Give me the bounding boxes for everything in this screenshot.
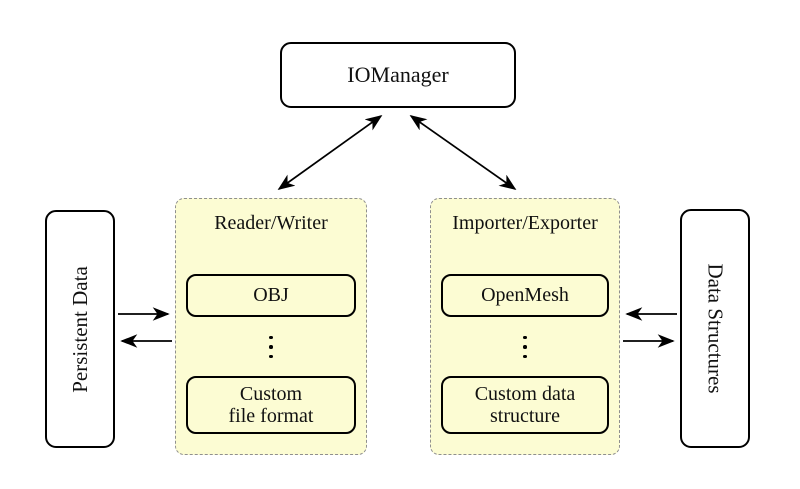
node-custom-data-structure-line1: Custom data (474, 382, 576, 405)
node-persistent-data-label: Persistent Data (67, 265, 92, 393)
node-custom-file-format-line2: file format (228, 405, 314, 427)
node-persistent-data: Persistent Data (45, 210, 115, 448)
group-reader-writer: Reader/Writer OBJ Custom file format (175, 198, 367, 455)
node-obj: OBJ (186, 274, 356, 317)
node-custom-file-format: Custom file format (186, 376, 356, 434)
group-importer-exporter: Importer/Exporter OpenMesh Custom data s… (430, 198, 620, 455)
node-obj-label: OBJ (253, 284, 289, 307)
node-custom-file-format-line1: Custom (239, 382, 303, 405)
node-iomanager-label: IOManager (347, 62, 449, 87)
node-data-structures-label: Data Structures (703, 263, 728, 394)
node-openmesh-label: OpenMesh (481, 284, 569, 307)
ellipsis-importer-exporter (431, 329, 619, 365)
group-importer-exporter-title: Importer/Exporter (452, 212, 598, 234)
ellipsis-reader-writer (176, 329, 366, 365)
node-openmesh: OpenMesh (441, 274, 609, 317)
group-reader-writer-title: Reader/Writer (214, 212, 328, 234)
node-custom-data-structure-line2: structure (490, 405, 560, 427)
node-custom-data-structure: Custom data structure (441, 376, 609, 434)
node-iomanager: IOManager (280, 42, 516, 108)
arrow-iomanager-importerexporter (409, 115, 517, 190)
node-data-structures: Data Structures (680, 209, 750, 448)
arrow-iomanager-readerwriter (277, 115, 383, 190)
